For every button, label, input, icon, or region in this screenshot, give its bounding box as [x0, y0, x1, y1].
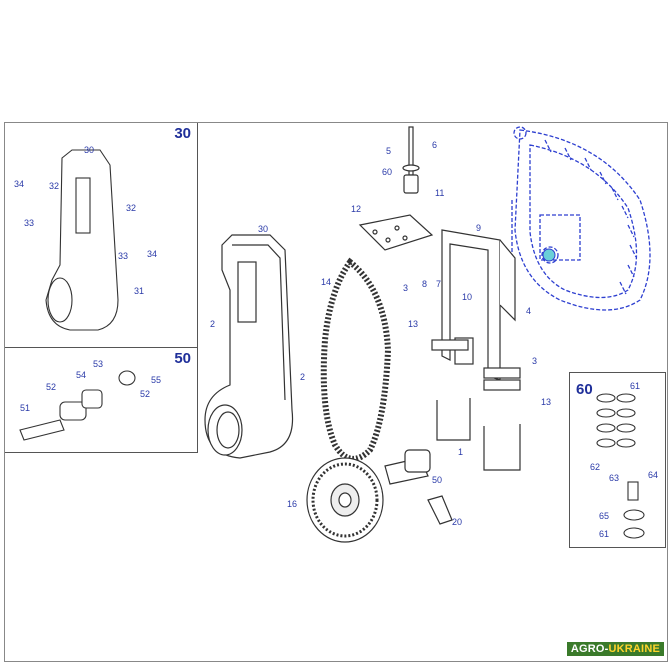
callout-1: 1 — [458, 447, 463, 457]
panel-50-title: 50 — [174, 350, 191, 367]
belt-guard — [204, 234, 294, 459]
p50-callout-51: 51 — [20, 403, 30, 413]
callout-16: 16 — [287, 499, 297, 509]
callout-5: 5 — [386, 146, 391, 156]
p30-callout-33b: 33 — [118, 251, 128, 261]
p30-callout-34a: 34 — [14, 179, 24, 189]
detail-30-guard — [45, 149, 119, 331]
panel-60-title: 60 — [576, 381, 593, 398]
p30-callout-34b: 34 — [147, 249, 157, 259]
callout-8: 8 — [422, 279, 427, 289]
p60-callout-61a: 61 — [630, 381, 640, 391]
p60-callout-61b: 61 — [599, 529, 609, 539]
callout-10: 10 — [462, 292, 472, 302]
watermark-main: AGRO- — [570, 643, 609, 655]
p60-callout-64: 64 — [648, 470, 658, 480]
panel-30-title: 30 — [174, 125, 191, 142]
watermark-logo: AGRO-UKRAINE — [566, 642, 664, 656]
callout-20: 20 — [452, 517, 462, 527]
stud-bolt — [402, 126, 420, 194]
callout-6: 6 — [432, 140, 437, 150]
mounting-bracket — [431, 229, 521, 391]
p50-callout-52a: 52 — [46, 382, 56, 392]
p30-callout-30: 30 — [84, 145, 94, 155]
p60-callout-65: 65 — [599, 511, 609, 521]
p30-callout-32a: 32 — [49, 181, 59, 191]
callout-50: 50 — [432, 475, 442, 485]
watermark-accent: UKRAINE — [608, 643, 660, 655]
detail-panel-60: 60 — [569, 372, 666, 548]
detail-50-shaft — [19, 370, 136, 441]
p50-callout-55: 55 — [151, 375, 161, 385]
callout-2a: 2 — [210, 319, 215, 329]
detail-60-parts — [596, 393, 645, 539]
callout-60a: 60 — [382, 167, 392, 177]
callout-7: 7 — [436, 279, 441, 289]
p60-callout-62: 62 — [590, 462, 600, 472]
callout-30: 30 — [258, 224, 268, 234]
v-belt — [320, 257, 392, 462]
callout-13a: 13 — [408, 319, 418, 329]
callouts: 6 5 60 11 12 9 10 3 8 7 4 13 3 13 1 30 2… — [14, 140, 658, 539]
p30-callout-33a: 33 — [24, 218, 34, 228]
p30-callout-32b: 32 — [126, 203, 136, 213]
callout-12: 12 — [351, 204, 361, 214]
callout-3b: 3 — [532, 356, 537, 366]
callout-4: 4 — [526, 306, 531, 316]
fan-housing — [511, 126, 651, 311]
p50-callout-54: 54 — [76, 370, 86, 380]
callout-2b: 2 — [300, 372, 305, 382]
callout-11: 11 — [435, 188, 444, 198]
top-plate — [358, 214, 434, 251]
p30-callout-31: 31 — [134, 286, 144, 296]
fan-hub — [542, 248, 556, 262]
p50-callout-52b: 52 — [140, 389, 150, 399]
callout-9: 9 — [476, 223, 481, 233]
p60-callout-63: 63 — [609, 473, 619, 483]
callout-13b: 13 — [541, 397, 551, 407]
drive-shaft — [384, 449, 431, 485]
callout-14: 14 — [321, 277, 331, 287]
main-frame — [4, 122, 668, 662]
pin-part — [427, 495, 453, 525]
callout-3a: 3 — [403, 283, 408, 293]
u-bolts — [436, 398, 521, 471]
pulley — [306, 457, 384, 543]
p50-callout-53: 53 — [93, 359, 103, 369]
